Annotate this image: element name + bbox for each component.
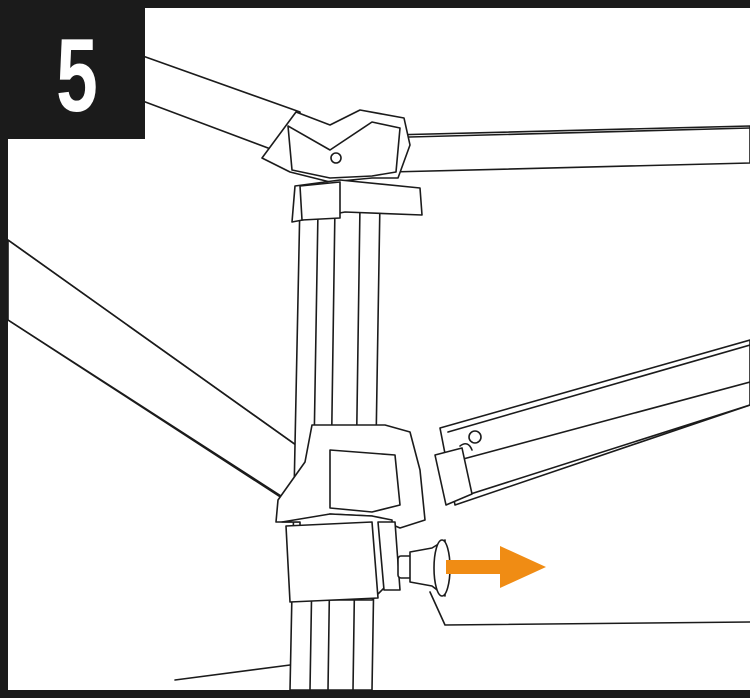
step-number: 5 (55, 17, 98, 134)
step-number-badge: 5 (8, 8, 145, 139)
slider-bracket (275, 424, 426, 603)
top-corner-bracket (261, 109, 423, 223)
strut-end-fitting (434, 430, 482, 506)
pull-pin-arrow-icon (446, 546, 546, 588)
pull-pin-knob (397, 539, 750, 626)
lower-brace (174, 664, 291, 681)
left-truss-strut (7, 239, 311, 506)
upper-right-strut (371, 125, 750, 173)
right-truss-strut (439, 339, 750, 506)
